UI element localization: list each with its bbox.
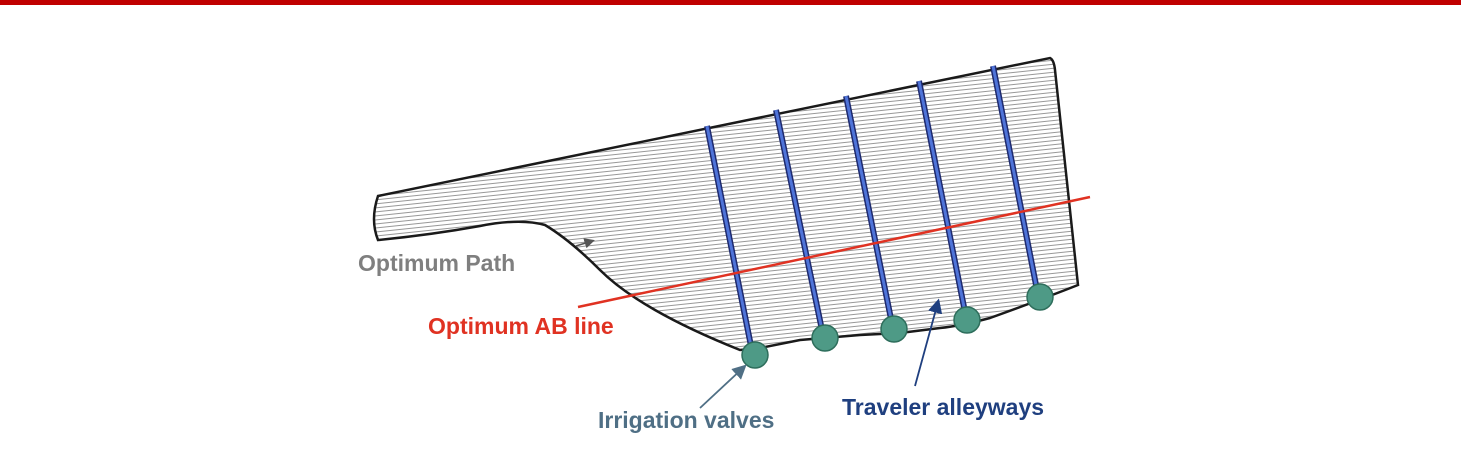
optimum-path-label: Optimum Path xyxy=(358,250,515,276)
traveler-alleyways-label: Traveler alleyways xyxy=(842,394,1044,420)
traveler-alleyways xyxy=(704,65,1040,347)
optimum-path-arrow-icon xyxy=(575,238,595,249)
valves-arrow-icon xyxy=(699,364,747,409)
valve-icon xyxy=(811,324,839,352)
valve-icon xyxy=(953,306,981,334)
irrigation-valves xyxy=(741,283,1054,369)
irrigation-valves-label: Irrigation valves xyxy=(598,407,774,433)
top-accent-bar xyxy=(0,0,1461,5)
field-shape xyxy=(372,56,1080,352)
valve-icon xyxy=(741,341,769,369)
ab-line xyxy=(577,195,1091,309)
optimum-ab-line-label: Optimum AB line xyxy=(428,313,614,339)
valve-icon xyxy=(1026,283,1054,311)
alleyways-arrow-icon xyxy=(914,298,943,387)
valve-icon xyxy=(880,315,908,343)
